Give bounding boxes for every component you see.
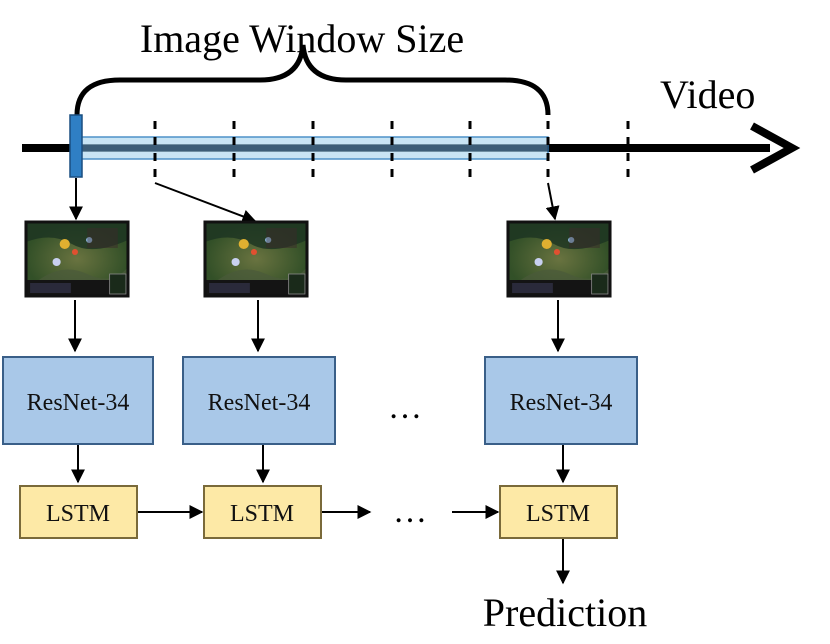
cnn-block: ResNet-34 bbox=[2, 356, 154, 445]
cnn-block-label: ResNet-34 bbox=[27, 390, 130, 416]
video-label: Video bbox=[660, 72, 755, 117]
lstm-block: LSTM bbox=[203, 485, 322, 539]
game-frame-thumbnail-icon bbox=[203, 220, 309, 298]
game-frame-thumbnail-icon bbox=[506, 220, 612, 298]
lstm-ellipsis: … bbox=[393, 493, 427, 530]
current-frame-marker bbox=[69, 114, 83, 178]
lstm-block-label: LSTM bbox=[46, 501, 110, 527]
cnn-block: ResNet-34 bbox=[484, 356, 638, 445]
window-brace bbox=[74, 44, 551, 116]
lstm-block: LSTM bbox=[19, 485, 138, 539]
sample-arrow bbox=[545, 182, 560, 221]
prediction-label: Prediction bbox=[483, 590, 647, 635]
frame-ticks bbox=[153, 121, 630, 182]
lstm-block-label: LSTM bbox=[526, 501, 590, 527]
lstm-block-label: LSTM bbox=[230, 501, 294, 527]
cnn-block-label: ResNet-34 bbox=[208, 390, 311, 416]
timeline-arrowhead-icon bbox=[750, 122, 801, 174]
cnn-block-label: ResNet-34 bbox=[510, 390, 613, 416]
lstm-block: LSTM bbox=[499, 485, 618, 539]
cnn-ellipsis: … bbox=[388, 389, 422, 426]
sample-arrow bbox=[154, 182, 257, 224]
cnn-block: ResNet-34 bbox=[182, 356, 336, 445]
game-frame-thumbnail-icon bbox=[24, 220, 130, 298]
